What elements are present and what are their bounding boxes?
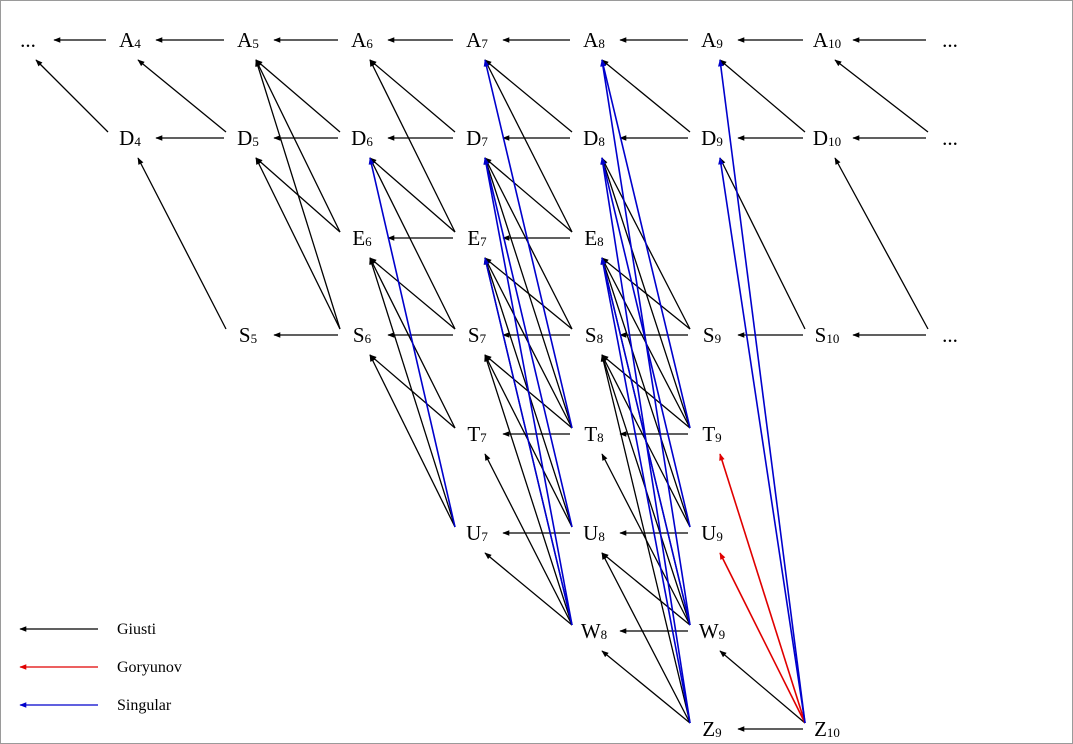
node-s10: S10	[815, 323, 840, 347]
edge-s10-to-d9-giusti	[719, 157, 806, 330]
edge-z9-to-w8-giusti	[601, 650, 691, 724]
edge-w8-to-e7-singular	[483, 257, 573, 626]
edge-d7-to-a6-giusti	[369, 59, 456, 133]
node-a9: A9	[701, 28, 723, 52]
edge-z9-to-s8-giusti	[600, 354, 691, 724]
edge-e7-to-d6-giusti	[369, 157, 456, 233]
node-u7: U7	[466, 521, 488, 545]
edge-e8-to-d7-giusti	[484, 157, 573, 233]
node-e6: E6	[352, 226, 372, 250]
edge-z10-to-u9-goryunov	[719, 552, 806, 724]
edge-z9-to-u8-giusti	[601, 552, 691, 724]
edge-z9-to-d8-singular	[600, 157, 691, 724]
edge-e8-to-a7-giusti	[484, 59, 573, 233]
node-d10: D10	[813, 126, 841, 150]
edge-u7-to-e6-giusti	[369, 257, 456, 528]
edge-u7-to-s6-giusti	[369, 354, 456, 528]
node-t8: T8	[584, 422, 603, 446]
node-w8: W8	[581, 619, 607, 643]
node-dots-s: ...	[942, 323, 958, 347]
edge-d8-to-a7-giusti	[484, 59, 573, 133]
edge-e7-to-a6-giusti	[369, 59, 456, 233]
edge-w8-to-t7-giusti	[484, 453, 573, 626]
node-t9: T9	[702, 422, 721, 446]
node-d6: D6	[351, 126, 373, 150]
node-a10: A10	[813, 28, 841, 52]
node-dots-a: ...	[20, 28, 36, 52]
node-d9: D9	[701, 126, 723, 150]
node-u8: U8	[583, 521, 605, 545]
node-d8: D8	[583, 126, 605, 150]
node-a5: A5	[237, 28, 259, 52]
edge-z9-to-e8-singular	[600, 257, 691, 724]
edge-d6-to-a5-giusti	[255, 59, 341, 133]
edge-d10-to-a9-giusti	[719, 59, 806, 133]
node-t7: T7	[467, 422, 487, 446]
edge-u8-to-d7-singular	[483, 157, 573, 528]
node-z9: Z9	[702, 717, 721, 741]
edge-t8-to-a7-singular	[483, 59, 573, 429]
node-s9: S9	[703, 323, 721, 347]
edge-d4-to-dots_a-giusti	[35, 59, 109, 133]
node-e8: E8	[584, 226, 603, 250]
edge-z10-to-d9-singular	[718, 157, 806, 724]
edge-u7-to-d6-singular	[368, 157, 456, 528]
edge-s6-to-a5-giusti	[255, 59, 341, 330]
edge-d9-to-a8-giusti	[601, 59, 691, 133]
edge-w8-to-s7-giusti	[484, 354, 573, 626]
edge-u9-to-e8-giusti	[601, 257, 691, 528]
edge-s7-to-e6-giusti	[369, 257, 456, 330]
node-layer: ... A4 A5 A6 A7 A8 A9 A10... D4 D5 D6 D7 D8 D9 D10... E…	[20, 28, 958, 741]
edge-s6-to-d5-giusti	[255, 157, 341, 330]
edge-s5-to-d4-giusti	[137, 157, 227, 330]
edge-w9-to-u8-giusti	[601, 552, 691, 626]
edge-d5-to-a4-giusti	[137, 59, 227, 133]
legend-label-giusti: Giusti	[117, 621, 157, 638]
edge-t9-to-a8-singular	[600, 59, 691, 429]
node-a8: A8	[583, 28, 605, 52]
node-a7: A7	[466, 28, 488, 52]
edge-z10-to-t9-goryunov	[719, 453, 806, 724]
node-a6: A6	[351, 28, 373, 52]
legend-label-goryunov: Goryunov	[117, 659, 182, 676]
node-a4: A4	[119, 28, 141, 52]
edge-w9-to-a8-singular	[600, 59, 691, 626]
node-u9: U9	[701, 521, 723, 545]
node-s6: S6	[353, 323, 372, 347]
node-s8: S8	[585, 323, 603, 347]
edge-w8-to-d7-singular	[483, 157, 573, 626]
node-d7: D7	[466, 126, 488, 150]
node-d4: D4	[119, 126, 141, 150]
node-s5: S5	[239, 323, 257, 347]
edge-t9-to-d8-giusti	[601, 157, 691, 429]
node-z10: Z10	[814, 717, 840, 741]
edge-dots_d-to-a10-giusti	[834, 59, 929, 133]
edge-dots_s-to-d10-giusti	[834, 157, 929, 330]
node-s7: S7	[468, 323, 487, 347]
node-w9: W9	[699, 619, 725, 643]
node-dots-a2: ...	[942, 28, 958, 52]
edge-e6-to-a5-giusti	[255, 59, 341, 233]
node-dots-d: ...	[942, 126, 958, 150]
node-e7: E7	[467, 226, 487, 250]
edge-z10-to-w9-giusti	[719, 650, 806, 724]
node-d5: D5	[237, 126, 259, 150]
edge-w8-to-u7-giusti	[484, 552, 573, 626]
legend-label-singular: Singular	[117, 697, 172, 714]
edge-s7-to-d6-giusti	[369, 157, 456, 330]
edge-t8-to-d7-giusti	[484, 157, 573, 429]
edge-layer	[35, 37, 929, 732]
edge-z10-to-a9-singular	[718, 59, 806, 724]
